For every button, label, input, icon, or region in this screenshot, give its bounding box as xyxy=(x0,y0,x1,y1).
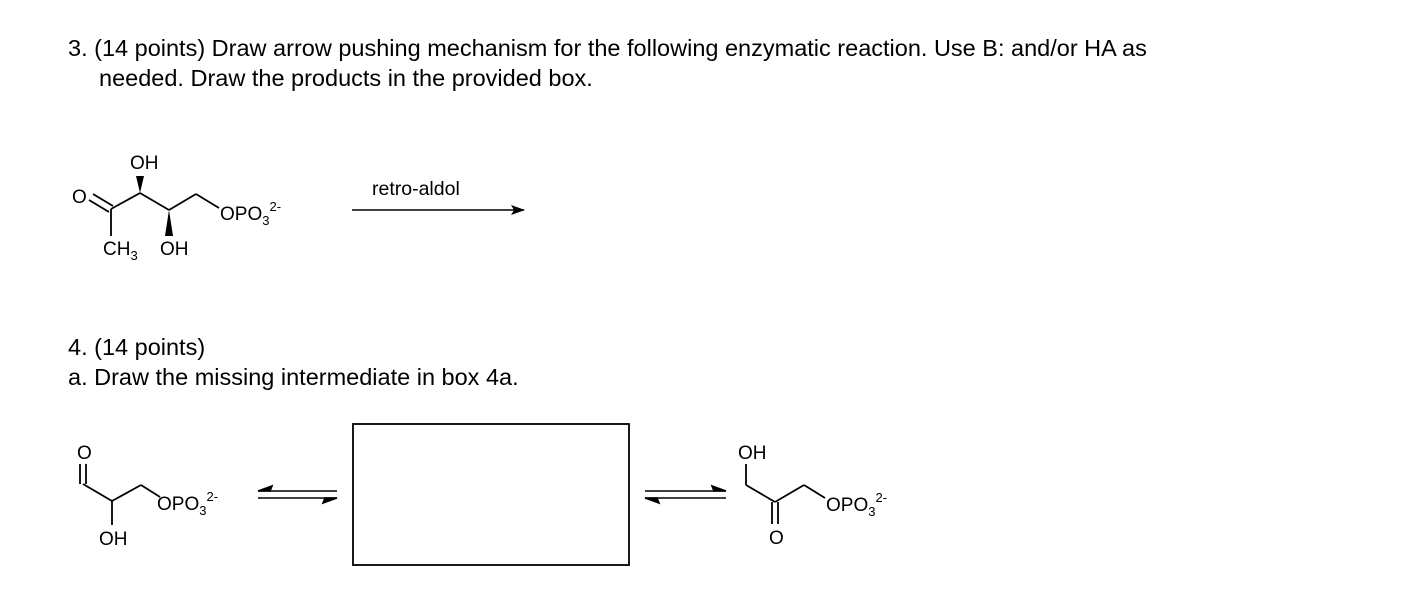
q3-carbonyl-oxygen: O xyxy=(72,187,87,208)
q3-substrate-molecule xyxy=(88,192,220,236)
question-3-line-1: 3. (14 points) Draw arrow pushing mechan… xyxy=(68,35,1147,61)
box-4a[interactable] xyxy=(352,423,630,566)
q4-right-molecule xyxy=(745,464,826,524)
q4-right-c3-o-bond xyxy=(803,484,826,499)
q3-methyl-group: CH3 xyxy=(103,239,138,263)
q4-right-c1-c2-bond xyxy=(745,484,776,503)
question-4-line-2: a. Draw the missing intermediate in box … xyxy=(68,364,519,390)
retro-aldol-label: retro-aldol xyxy=(372,178,460,200)
question-4-line-1: 4. (14 points) xyxy=(68,334,206,360)
q4-left-c1-c2-bond xyxy=(82,483,113,502)
q3-wedge-bond-top xyxy=(136,176,144,193)
q4-right-c2-c3-bond xyxy=(774,484,805,503)
q4-equilibrium-arrow-left xyxy=(257,484,338,505)
q3-c3-c4-bond xyxy=(168,193,197,211)
q3-hydroxyl-top: OH xyxy=(130,153,159,174)
q4-left-c2-c3-bond xyxy=(111,484,142,502)
q3-phosphate-group: OPO32- xyxy=(220,199,281,228)
q3-carbonyl-bond-1 xyxy=(88,199,110,213)
q4-equilibrium-arrow-right xyxy=(644,484,727,505)
q3-c2-c3-bond xyxy=(139,192,170,211)
q4-right-phosphate-group: OPO32- xyxy=(826,490,887,519)
q3-c4-o-bond xyxy=(195,193,220,209)
q4-left-phosphate-group: OPO32- xyxy=(157,489,218,518)
q4-left-carbonyl-oxygen: O xyxy=(77,443,92,464)
question-3-text: 3. (14 points) Draw arrow pushing mechan… xyxy=(68,33,1147,93)
q4-left-c3-o-bond xyxy=(140,484,161,498)
q3-c1-c2-bond xyxy=(110,192,141,210)
question-3-line-2: needed. Draw the products in the provide… xyxy=(99,65,593,91)
q4-right-hydroxyl: OH xyxy=(738,443,767,464)
q4-left-molecule xyxy=(79,464,161,525)
q3-wedge-bond-bottom xyxy=(165,210,173,236)
question-4-text: 4. (14 points) a. Draw the missing inter… xyxy=(68,332,519,392)
q4-left-hydroxyl: OH xyxy=(99,529,128,550)
q3-carbonyl-bond-2 xyxy=(92,193,114,207)
q3-hydroxyl-bottom: OH xyxy=(160,239,189,260)
q4-right-carbonyl-oxygen: O xyxy=(769,528,784,549)
